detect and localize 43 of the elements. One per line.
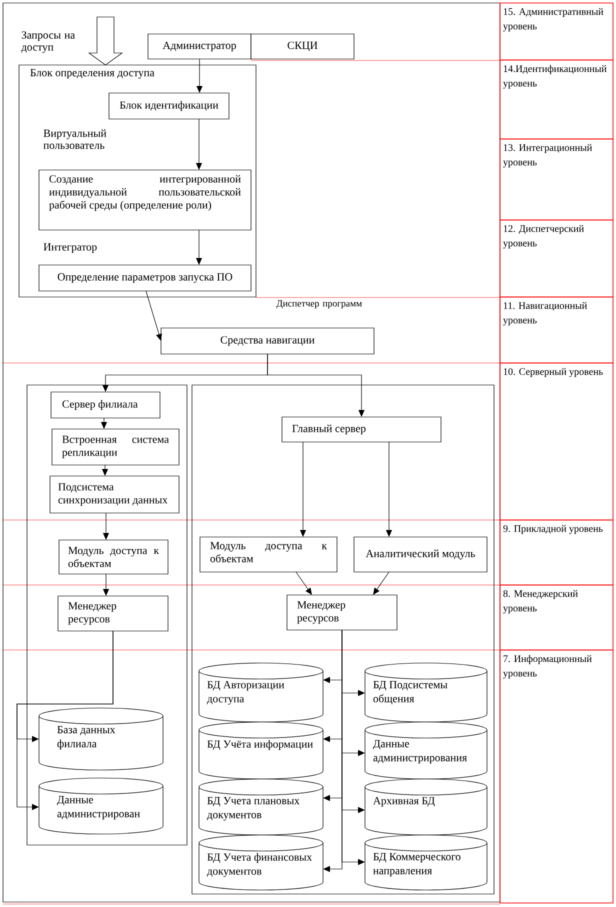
process-box: Модуль доступа к объектам [58, 540, 168, 574]
group-box [26, 384, 188, 846]
process-box: Модуль доступа к объектам [200, 536, 338, 572]
database-cylinder: БД Подсистемы общения [364, 662, 488, 722]
arrow [267, 354, 365, 417]
role-caption: Интегратор [44, 243, 97, 253]
process-box: Встроенная система репликации [52, 428, 180, 466]
level-cell: 11. Навигационный уровень [500, 296, 614, 364]
process-box: Блок идентификации [108, 92, 230, 120]
arrow [296, 572, 312, 595]
edge-label: Запросы на доступ [21, 31, 75, 53]
database-cylinder: Данные администрирован [38, 778, 164, 834]
process-box: Администратор [148, 34, 252, 60]
database-cylinder: БД Учета плановых документов [198, 778, 324, 836]
process-box: Создание интегрированной индивидуальной пользовательской рабочей среды (определение роли) [38, 170, 252, 230]
level-cell: 10. Серверный уровень [500, 362, 614, 520]
database-cylinder: БД Авторизации доступа [198, 662, 324, 722]
level-cell: 7. Информационный уровень [500, 650, 614, 904]
database-cylinder: БД Учёта информации [198, 722, 324, 780]
database-cylinder: Данные администрирования [364, 722, 488, 780]
level-cell: 12. Диспетчерский уровень [500, 220, 614, 298]
database-cylinder: Архивная БД [364, 778, 488, 836]
level-cell: 15. Административный уровень [500, 2, 614, 60]
database-cylinder: БД Коммерческого направления [364, 834, 488, 890]
process-box: Средства навигации [160, 328, 374, 354]
level-cell: 13. Интеграционный уровень [500, 138, 614, 220]
level-cell: 8. Менеджерский уровень [500, 584, 614, 650]
arrow [373, 572, 390, 595]
group-box [192, 384, 494, 894]
process-box: Менеджер ресурсов [58, 596, 168, 632]
process-box: Сервер филиала [50, 392, 160, 418]
process-box: Менеджер ресурсов [286, 594, 398, 630]
level-cell: 9. Прикладной уровень [500, 520, 614, 586]
database-cylinder: База данных филиала [38, 708, 164, 770]
role-caption: Диспетчер программ [276, 300, 362, 309]
process-box: Подсистема синхронизации данных [50, 476, 180, 514]
level-cell: 14.Идентификационный уровень [500, 60, 614, 140]
process-box: Главный сервер [282, 416, 442, 442]
process-box: Аналитический модуль [354, 536, 488, 572]
role-caption: Виртуальный пользователь [44, 129, 106, 149]
process-box: СКЦИ [250, 34, 354, 60]
database-cylinder: БД Учета финансовых документов [198, 834, 324, 890]
process-box: Определение параметров запуска ПО [38, 264, 252, 292]
